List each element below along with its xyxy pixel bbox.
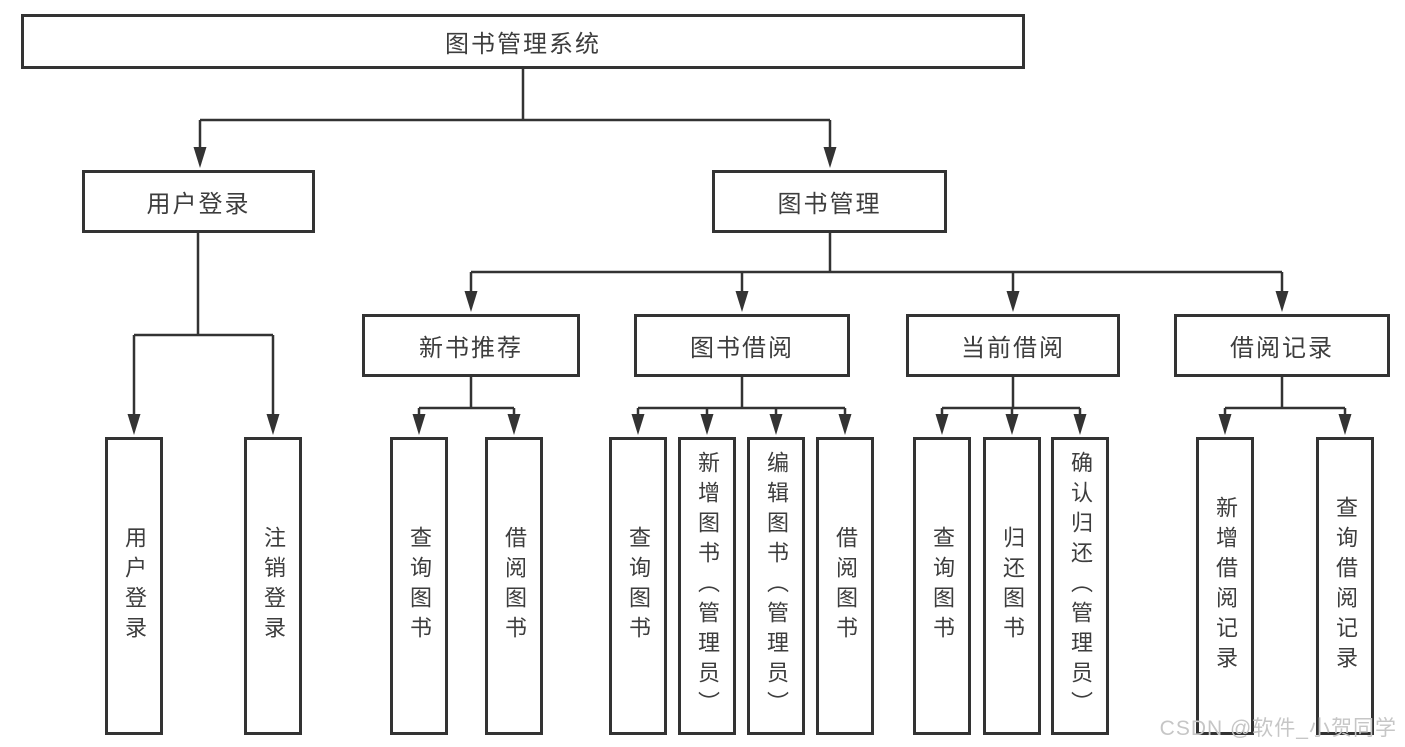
leaf-recommend-query-book: 查询图书 [390,437,448,735]
arrowheads [127,147,1352,435]
leaf-edit-book-admin: 编辑图书（管理员） [747,437,805,735]
node-book-borrow-label: 图书借阅 [690,335,794,362]
node-new-book-recommend-label: 新书推荐 [419,335,523,362]
leaf-borrow-query-book: 查询图书 [609,437,667,735]
node-book-management-label: 图书管理 [777,191,882,218]
leaf-return-book: 归还图书 [983,437,1041,735]
leaf-recommend-query-book-label: 查询图书 [407,526,432,646]
node-user-login: 用户登录 [82,170,315,233]
connector-book-borrow-split [636,377,847,417]
node-book-borrow: 图书借阅 [634,314,850,377]
leaf-borrow-book-label: 借阅图书 [833,526,858,646]
node-root-label: 图书管理系统 [445,31,601,58]
leaf-user-login: 用户登录 [105,437,163,735]
node-user-login-label: 用户登录 [146,191,251,218]
leaf-query-borrow-record: 查询借阅记录 [1316,437,1374,735]
leaf-recommend-borrow-book: 借阅图书 [485,437,543,735]
leaf-current-query-book: 查询图书 [913,437,971,735]
connector-current-borrow-split [940,377,1082,417]
leaf-logout-label: 注销登录 [261,526,286,646]
leaf-user-login-label: 用户登录 [122,526,147,646]
leaf-add-borrow-record-label: 新增借阅记录 [1213,496,1238,676]
leaf-borrow-query-book-label: 查询图书 [626,526,651,646]
connector-book-management-split [469,233,1284,294]
node-book-management: 图书管理 [712,170,947,233]
connector-new-book-split [417,377,516,417]
csdn-watermark: CSDN @软件_小贺同学 [1159,717,1397,740]
node-borrow-record-label: 借阅记录 [1230,335,1334,362]
node-new-book-recommend: 新书推荐 [362,314,580,377]
connector-root-to-branches [198,69,832,150]
leaf-logout: 注销登录 [244,437,302,735]
leaf-borrow-book: 借阅图书 [816,437,874,735]
leaf-confirm-return-admin-label: 确认归还（管理员） [1068,451,1093,721]
leaf-query-borrow-record-label: 查询借阅记录 [1333,496,1358,676]
leaf-recommend-borrow-book-label: 借阅图书 [502,526,527,646]
leaf-add-book-admin-label: 新增图书（管理员） [695,451,720,721]
leaf-current-query-book-label: 查询图书 [930,526,955,646]
leaf-edit-book-admin-label: 编辑图书（管理员） [764,451,789,721]
connector-user-login-split [132,233,275,416]
leaf-add-borrow-record: 新增借阅记录 [1196,437,1254,735]
leaf-confirm-return-admin: 确认归还（管理员） [1051,437,1109,735]
node-current-borrow: 当前借阅 [906,314,1120,377]
node-current-borrow-label: 当前借阅 [961,335,1065,362]
leaf-return-book-label: 归还图书 [1000,526,1025,646]
node-root: 图书管理系统 [21,14,1025,69]
node-borrow-record: 借阅记录 [1174,314,1390,377]
connector-borrow-record-split [1223,377,1347,417]
leaf-add-book-admin: 新增图书（管理员） [678,437,736,735]
